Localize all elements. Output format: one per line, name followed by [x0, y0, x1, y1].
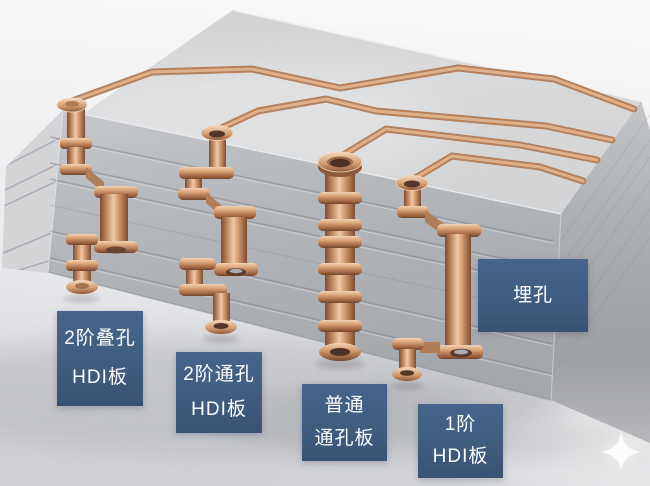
label-line: 1阶: [444, 414, 477, 436]
via-hole: [106, 246, 126, 254]
via-flange: [318, 236, 362, 248]
label-line: HDI板: [191, 398, 247, 420]
label-line: HDI板: [432, 446, 489, 468]
right-face: [551, 101, 650, 443]
pad-dimple: [75, 283, 89, 289]
label-line: 埋孔: [512, 284, 553, 306]
microvia-barrel: [399, 349, 416, 371]
via-hole: [330, 158, 350, 168]
via-flange: [179, 167, 234, 179]
via-flange: [179, 258, 216, 270]
microvia-barrel: [213, 293, 230, 325]
microvia-barrel: [209, 138, 226, 174]
via-1-step-hdi: [392, 175, 483, 381]
via-flange: [178, 188, 210, 200]
label-through-hole-board: 普通 通孔板: [302, 384, 387, 461]
via-hole: [213, 323, 229, 329]
buried-via-flange: [214, 206, 256, 219]
pad-dimple: [65, 101, 79, 107]
via-2-step-staggered: [178, 125, 258, 334]
label-line: HDI板: [72, 367, 128, 389]
via-through-hole: [317, 151, 363, 361]
label-2-step-staggered-hdi: 2阶通孔 HDI板: [176, 352, 262, 433]
via-flange: [397, 206, 429, 218]
label-1-step-hdi: 1阶 HDI板: [418, 404, 503, 478]
label-line: 通孔板: [314, 428, 375, 450]
copper-traces: [68, 64, 638, 185]
trace-1: [68, 64, 638, 113]
buried-via-flange: [437, 224, 481, 237]
via-flange: [60, 138, 92, 149]
via-hole: [209, 130, 225, 138]
label-2-step-stacked-hdi: 2阶叠孔 HDI板: [57, 311, 143, 406]
buried-via-barrel: [221, 217, 247, 269]
trace-2: [213, 95, 616, 144]
left-face: [2, 110, 63, 273]
buried-via-barrel: [100, 194, 128, 250]
sparkle-icon: [602, 431, 640, 471]
buried-via: [437, 224, 483, 359]
label-line: 普通: [324, 395, 365, 417]
via-connector: [420, 342, 440, 353]
via-hole: [400, 370, 414, 376]
pcb-block: [2, 9, 650, 443]
label-buried-via: 埋孔: [478, 259, 588, 332]
via-hole-interior: [454, 349, 468, 355]
via-flange: [60, 164, 92, 175]
via-2-step-stacked: [56, 97, 138, 294]
via-hole-interior: [229, 268, 243, 274]
via-flange: [392, 338, 424, 350]
via-flange: [66, 260, 98, 271]
trace-3: [336, 125, 601, 164]
via-flange: [318, 291, 362, 303]
front-face: [48, 110, 561, 400]
via-hole: [404, 180, 420, 188]
via-flange: [66, 234, 98, 245]
label-line: 2阶通孔: [183, 364, 255, 386]
label-line: 2阶叠孔: [64, 328, 136, 350]
block-edges: [47, 9, 642, 401]
microvia-barrel: [67, 107, 85, 145]
via-hole: [330, 348, 350, 356]
via-flange: [318, 263, 362, 275]
via-flange: [318, 219, 362, 231]
buried-via-barrel: [445, 234, 471, 352]
trace-4: [408, 152, 587, 185]
via-flange: [318, 320, 362, 332]
via-flange: [318, 192, 362, 204]
